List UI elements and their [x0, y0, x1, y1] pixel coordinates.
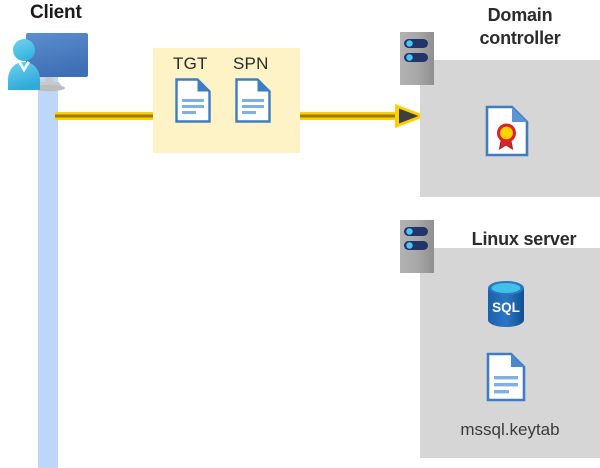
sql-database-icon: SQL [485, 279, 527, 329]
domain-controller-title-line2: controller [479, 28, 561, 49]
certificate-document-icon [485, 105, 529, 157]
spn-label: SPN [233, 54, 269, 73]
domain-controller-server-icon [400, 32, 434, 85]
client-lifeline [38, 70, 58, 468]
message-box: TGT SPN [153, 48, 300, 153]
keytab-document-icon [486, 352, 526, 402]
client-label: Client [30, 2, 82, 23]
domain-controller-title-line1: Domain [487, 5, 553, 25]
sql-icon-text: SQL [492, 300, 520, 315]
domain-controller-title: Domain controller [440, 4, 600, 50]
tgt-document-icon [175, 78, 211, 123]
keytab-filename-label: mssql.keytab [460, 420, 560, 439]
linux-server-icon [400, 220, 434, 273]
user-computer-icon [4, 28, 100, 94]
linux-server-title: Linux server [471, 229, 577, 249]
tgt-label: TGT [173, 54, 208, 73]
spn-document-icon [235, 78, 271, 123]
